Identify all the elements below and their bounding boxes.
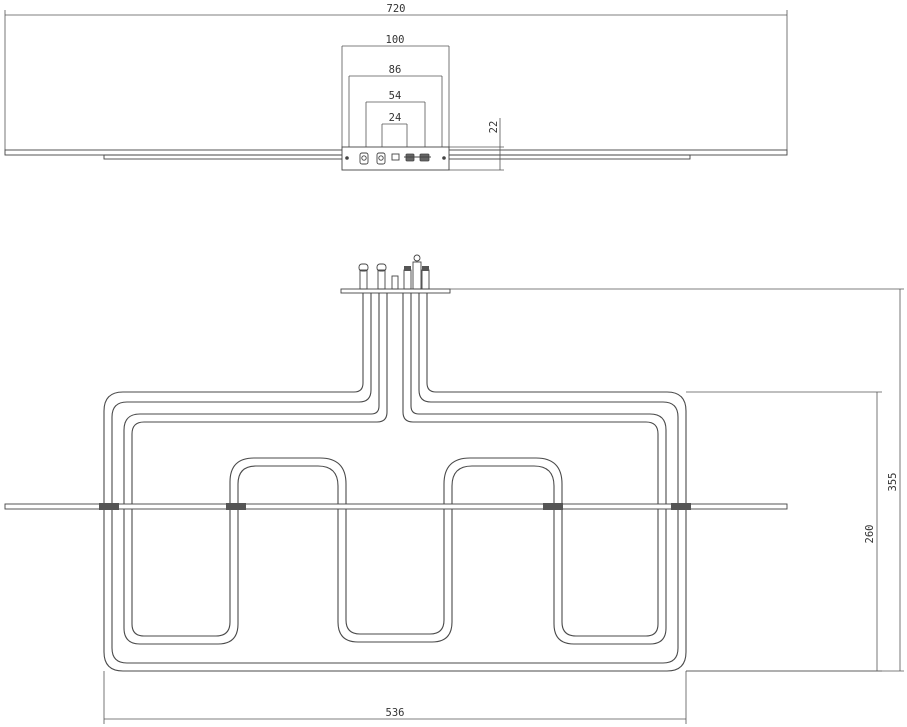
dimension-terminal-outer: 86	[348, 64, 443, 147]
outer-loop-inner-edge	[111, 290, 679, 664]
dimension-label-element-height: 260	[864, 525, 876, 544]
dimension-label-overall-width: 720	[387, 3, 406, 15]
dimension-terminal-inner: 24	[381, 112, 408, 147]
dimension-element-width: 536	[103, 671, 687, 724]
dimension-label-total-height: 355	[887, 473, 899, 492]
dimension-element-height: 260	[686, 391, 882, 672]
serpentine-outer-edge	[123, 290, 667, 645]
dimension-flange-height: 22	[449, 118, 504, 171]
serpentine-inner-edge	[131, 290, 659, 637]
dimension-label-flange-height: 22	[488, 121, 500, 134]
dimension-label-flange-width: 100	[386, 34, 405, 46]
terminal-flange-top	[341, 146, 450, 171]
top-view: 720 100 86 54	[4, 3, 788, 171]
outer-loop-outer-edge	[103, 290, 687, 672]
dimension-label-terminal-mid: 54	[389, 90, 402, 102]
dimension-label-element-width: 536	[386, 707, 405, 719]
support-bar	[4, 503, 788, 510]
dimension-label-terminal-outer: 86	[389, 64, 402, 76]
dimension-overall-width: 720	[4, 3, 788, 150]
dimension-label-terminal-inner: 24	[389, 112, 402, 124]
front-view: 536 260 355	[4, 254, 904, 724]
terminal-flange-front	[340, 254, 451, 294]
dimension-total-height: 355	[450, 288, 904, 672]
dimension-terminal-mid: 54	[365, 90, 426, 147]
dimension-flange-width: 100	[341, 34, 450, 147]
